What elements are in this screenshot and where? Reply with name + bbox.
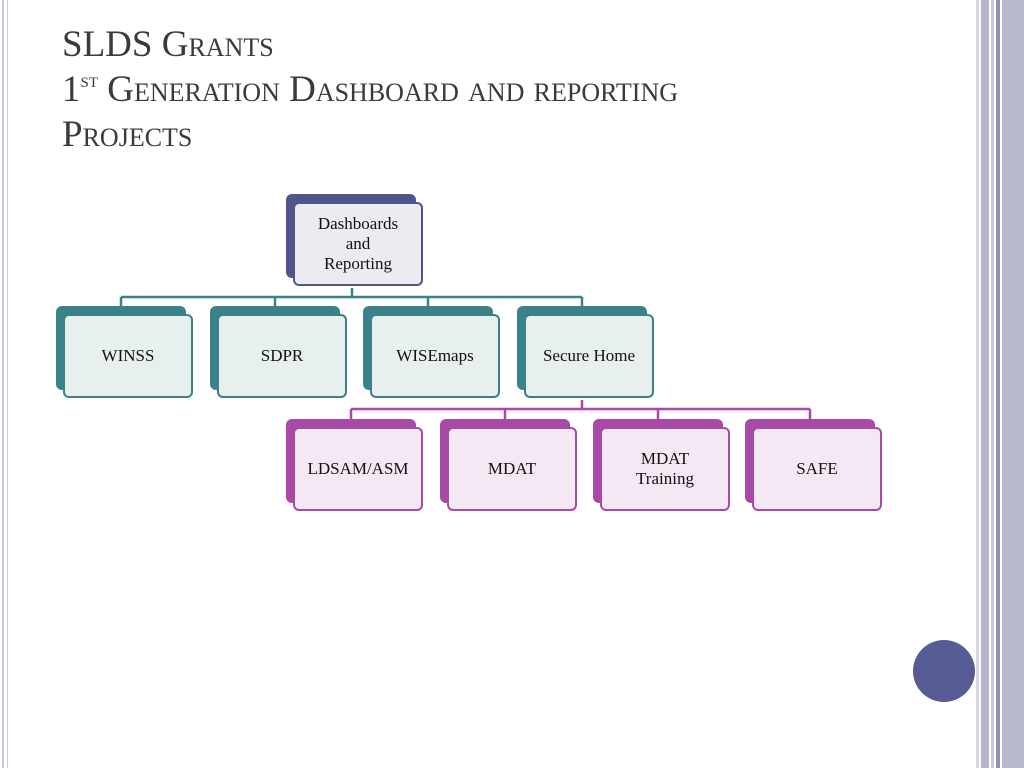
left-border xyxy=(0,0,10,768)
title-line-2-text: Generation Dashboard and reporting xyxy=(98,69,679,110)
node-label-line: Training xyxy=(636,469,694,488)
node-label: WINSS xyxy=(101,346,155,365)
slide-title: SLDS Grants 1st Generation Dashboard and… xyxy=(62,22,942,157)
node-box: SAFE xyxy=(752,427,882,511)
node-box: MDAT Training xyxy=(600,427,730,511)
node-box: Dashboards and Reporting xyxy=(293,202,423,286)
node-label-line: Dashboards xyxy=(317,214,399,233)
node-label: Secure Home xyxy=(542,346,636,365)
node-box: MDAT xyxy=(447,427,577,511)
node-box: WINSS xyxy=(63,314,193,398)
decorative-circle xyxy=(913,640,975,702)
node-label-line: and xyxy=(345,234,371,253)
node-box: Secure Home xyxy=(524,314,654,398)
node-box: LDSAM/ASM xyxy=(293,427,423,511)
node-label: MDAT xyxy=(487,459,537,478)
node-box: WISEmaps xyxy=(370,314,500,398)
node-label: LDSAM/ASM xyxy=(307,459,409,478)
node-label-line: MDAT xyxy=(640,449,690,468)
title-line-1: SLDS Grants xyxy=(62,24,274,65)
right-decorative-stripes xyxy=(976,0,1024,768)
node-label-line: Reporting xyxy=(323,254,392,273)
title-ordinal-suffix: st xyxy=(80,67,99,92)
title-line-3: Projects xyxy=(62,114,193,155)
root-to-level1-connectors xyxy=(119,288,584,306)
node-box: SDPR xyxy=(217,314,347,398)
title-number: 1 xyxy=(62,69,81,110)
node-label: WISEmaps xyxy=(396,346,474,365)
node-label: SAFE xyxy=(796,459,838,478)
title-line-2: 1st Generation Dashboard and reporting xyxy=(62,67,942,112)
node-label: SDPR xyxy=(260,346,304,365)
secure-home-to-level2-connectors xyxy=(349,400,812,419)
